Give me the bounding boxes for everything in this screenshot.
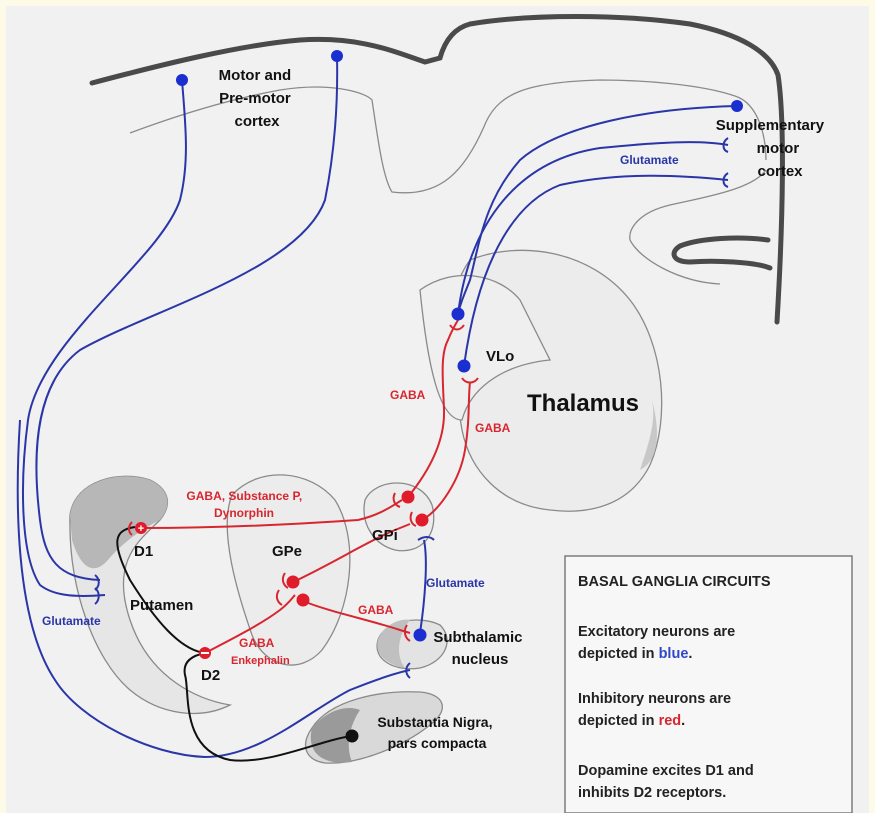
- thalamus-label: Thalamus: [527, 390, 639, 417]
- gpe-neuron-2: [297, 594, 310, 607]
- d2-label: D2: [201, 667, 220, 684]
- sma-neuron: [731, 100, 743, 112]
- glutamate-cortex-label: Glutamate: [620, 153, 679, 167]
- motor-neuron-1: [176, 74, 188, 86]
- putamen-label: Putamen: [130, 597, 193, 614]
- legend-title: BASAL GANGLIA CIRCUITS: [578, 574, 771, 590]
- gaba-stn-label: GABA: [358, 603, 394, 617]
- gpi-neuron-2: [416, 514, 429, 527]
- d2-minus-sign: [201, 652, 209, 654]
- d1-plus-sign: +: [138, 523, 144, 535]
- vlo-neuron-1: [452, 308, 465, 321]
- substantia-neuron: [346, 730, 359, 743]
- glutamate-putamen-label: Glutamate: [42, 614, 101, 628]
- motor-neuron-2: [331, 50, 343, 62]
- gpi-neuron-1: [402, 491, 415, 504]
- stn-neuron: [414, 629, 427, 642]
- gpi-label: GPi: [372, 527, 398, 544]
- gaba-vlo-left-label: GABA: [390, 388, 426, 402]
- vlo-label: VLo: [486, 348, 514, 365]
- d1-label: D1: [134, 543, 153, 560]
- gaba-vlo-right-label: GABA: [475, 421, 511, 435]
- glutamate-stn-label: Glutamate: [426, 576, 485, 590]
- gpe-label: GPe: [272, 543, 302, 560]
- vlo-neuron-2: [458, 360, 471, 373]
- gpe-neuron-1: [287, 576, 300, 589]
